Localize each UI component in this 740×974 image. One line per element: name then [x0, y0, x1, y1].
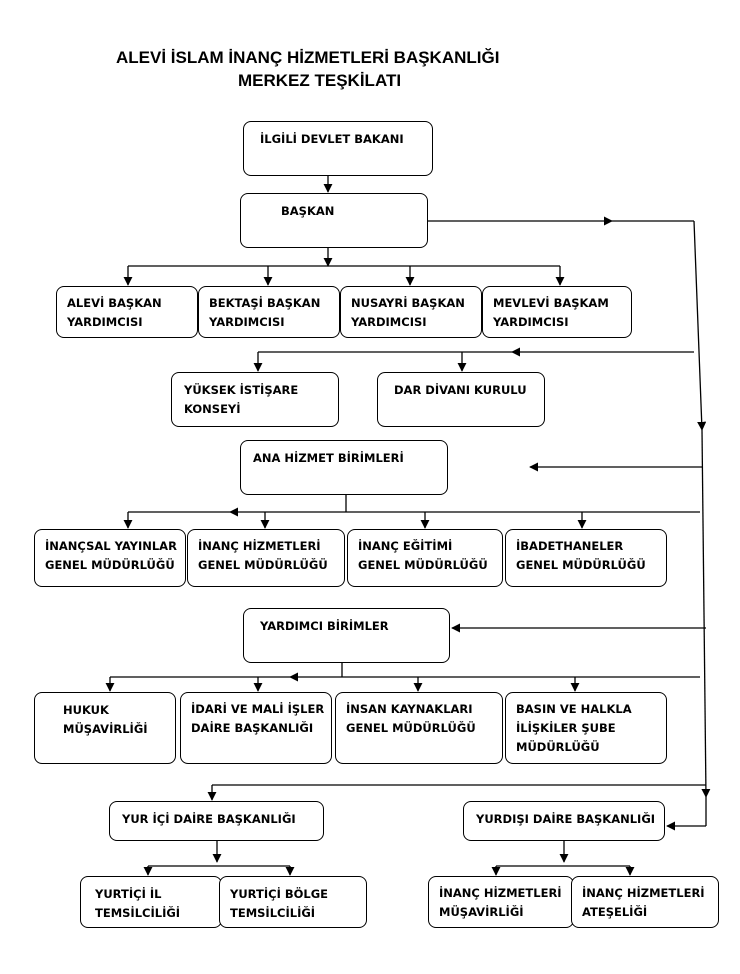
- org-box-label: MEVLEVİ BAŞKAM: [493, 296, 609, 310]
- org-box-label: YÜKSEK İSTİŞARE: [184, 383, 299, 397]
- org-box-yurtici-bolge: YURTİÇİ BÖLGE TEMSİLCİLİĞİ: [219, 876, 367, 928]
- org-box-inanc-egitimi: İNANÇ EĞİTİMİ GENEL MÜDÜRLÜĞÜ: [347, 529, 503, 587]
- org-box-label: BEKTAŞİ BAŞKAN: [209, 296, 321, 310]
- org-box-label: GENEL MÜDÜRLÜĞÜ: [346, 721, 476, 735]
- org-box-label: İNANÇ EĞİTİMİ: [358, 539, 453, 553]
- org-box-label: GENEL MÜDÜRLÜĞÜ: [358, 558, 488, 572]
- org-box-label: İNANÇ HİZMETLERİ: [198, 539, 321, 553]
- org-box-ateseligi: İNANÇ HİZMETLERİ ATEŞELİĞİ: [571, 876, 719, 928]
- org-box-label: İNSAN KAYNAKLARI: [346, 702, 473, 716]
- org-box-yayinlar: İNANÇSAL YAYINLAR GENEL MÜDÜRLÜĞÜ: [34, 529, 186, 587]
- org-box-label: YARDIMCISI: [209, 315, 285, 329]
- org-box-label: DAR DİVANI KURULU: [394, 383, 527, 397]
- org-box-label: NUSAYRİ BAŞKAN: [351, 296, 465, 310]
- org-box-ana-hizmet: ANA HİZMET BİRİMLERİ: [240, 440, 448, 495]
- org-box-label: YARDIMCISI: [493, 315, 569, 329]
- org-box-ibadethaneler: İBADETHANELER GENEL MÜDÜRLÜĞÜ: [505, 529, 667, 587]
- org-box-label: MÜŞAVİRLİĞİ: [63, 722, 148, 736]
- org-box-label: BAŞKAN: [281, 204, 335, 218]
- org-box-bektasi-yardimci: BEKTAŞİ BAŞKAN YARDIMCISI: [198, 286, 340, 338]
- org-box-alevi-yardimci: ALEVİ BAŞKAN YARDIMCISI: [56, 286, 198, 338]
- org-box-label: YURTİÇİ BÖLGE: [230, 887, 329, 901]
- org-box-hukuk: HUKUK MÜŞAVİRLİĞİ: [34, 692, 176, 764]
- org-box-label: İNANÇ HİZMETLERİ: [439, 886, 562, 900]
- org-box-label: YARDIMCISI: [67, 315, 143, 329]
- connector-3: [693, 220, 707, 431]
- org-box-idari-mali: İDARİ VE MALİ İŞLER DAİRE BAŞKANLIĞI: [180, 692, 332, 764]
- org-box-label: İNANÇSAL YAYINLAR: [45, 539, 177, 553]
- org-box-label: YURDIŞI DAİRE BAŞKANLIĞI: [476, 812, 656, 826]
- org-box-label: HUKUK: [63, 703, 109, 717]
- org-box-label: MÜDÜRLÜĞÜ: [516, 740, 600, 754]
- org-box-label: İLİŞKİLER ŞUBE: [516, 721, 616, 735]
- org-box-nusayri-yardimci: NUSAYRİ BAŞKAN YARDIMCISI: [340, 286, 482, 338]
- org-box-yurt-disi: YURDIŞI DAİRE BAŞKANLIĞI: [463, 801, 665, 841]
- connector-4: [701, 429, 711, 798]
- org-box-label: YUR İÇİ DAİRE BAŞKANLIĞI: [122, 812, 296, 826]
- org-box-label: GENEL MÜDÜRLÜĞÜ: [198, 558, 328, 572]
- chart-title-line2: MERKEZ TEŞKİLATI: [238, 71, 402, 90]
- org-box-insan-kaynaklari: İNSAN KAYNAKLARI GENEL MÜDÜRLÜĞÜ: [335, 692, 503, 764]
- org-box-label: DAİRE BAŞKANLIĞI: [191, 721, 314, 735]
- org-box-label: İLGİLİ DEVLET BAKANI: [260, 132, 404, 146]
- org-box-istisare: YÜKSEK İSTİŞARE KONSEYİ: [171, 372, 339, 427]
- org-box-label: ALEVİ BAŞKAN: [67, 296, 162, 310]
- org-box-label: İNANÇ HİZMETLERİ: [582, 886, 705, 900]
- org-box-mevlevi-yardimci: MEVLEVİ BAŞKAM YARDIMCISI: [482, 286, 632, 338]
- org-box-yurtici-il: YURTİÇİ İL TEMSİLCİLİĞİ: [80, 876, 222, 928]
- org-box-label: GENEL MÜDÜRLÜĞÜ: [516, 558, 646, 572]
- org-box-label: MÜŞAVİRLİĞİ: [439, 905, 524, 919]
- org-box-devlet-bakani: İLGİLİ DEVLET BAKANI: [243, 121, 433, 176]
- org-box-basin: BASIN VE HALKLA İLİŞKİLER ŞUBE MÜDÜRLÜĞÜ: [505, 692, 667, 764]
- org-box-inanc-hizmetleri-gm: İNANÇ HİZMETLERİ GENEL MÜDÜRLÜĞÜ: [187, 529, 345, 587]
- org-box-label: TEMSİLCİLİĞİ: [95, 906, 181, 920]
- org-box-dar-divani: DAR DİVANI KURULU: [377, 372, 545, 427]
- org-box-label: İBADETHANELER: [516, 539, 624, 553]
- org-box-label: ANA HİZMET BİRİMLERİ: [253, 451, 404, 465]
- org-box-label: GENEL MÜDÜRLÜĞÜ: [45, 558, 175, 572]
- org-box-baskan: BAŞKAN: [240, 193, 428, 248]
- chart-title-line1: ALEVİ İSLAM İNANÇ HİZMETLERİ BAŞKANLIĞI: [116, 48, 500, 67]
- org-box-label: YARDIMCI BİRİMLER: [260, 619, 389, 633]
- org-box-label: KONSEYİ: [184, 402, 241, 416]
- org-box-label: BASIN VE HALKLA: [516, 702, 632, 716]
- org-box-label: YURTİÇİ İL: [95, 887, 162, 901]
- org-box-yurt-ici: YUR İÇİ DAİRE BAŞKANLIĞI: [109, 801, 324, 841]
- org-box-yardimci-birimler: YARDIMCI BİRİMLER: [243, 608, 450, 663]
- org-box-label: İDARİ VE MALİ İŞLER: [191, 702, 325, 716]
- org-box-label: YARDIMCISI: [351, 315, 427, 329]
- org-box-musavirligi: İNANÇ HİZMETLERİ MÜŞAVİRLİĞİ: [428, 876, 574, 928]
- org-box-label: TEMSİLCİLİĞİ: [230, 906, 316, 920]
- org-box-label: ATEŞELİĞİ: [582, 905, 648, 919]
